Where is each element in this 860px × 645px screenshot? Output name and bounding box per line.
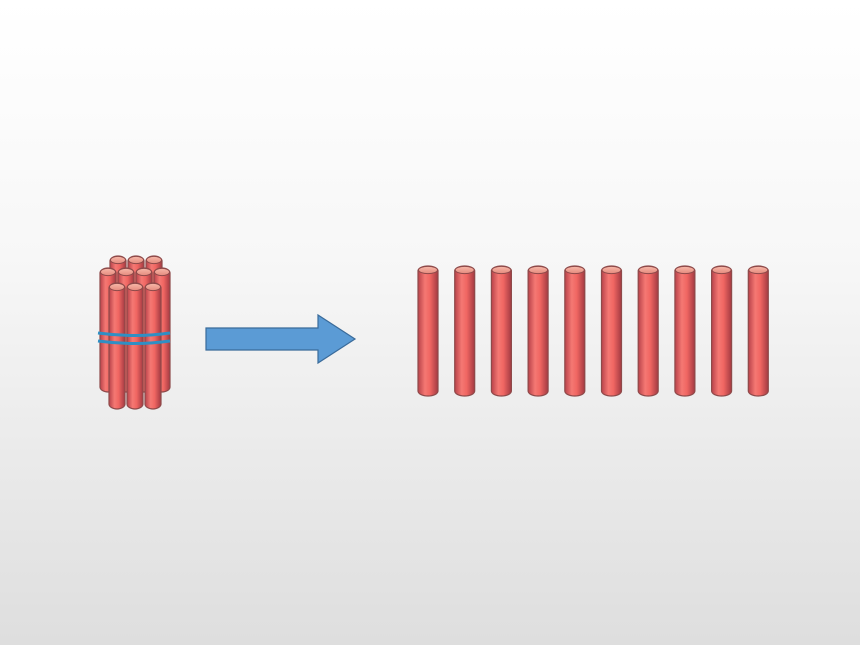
loose-stick — [600, 265, 623, 397]
loose-stick — [490, 265, 513, 397]
loose-stick — [637, 265, 659, 397]
loose-stick — [564, 265, 586, 397]
rubber-band — [97, 331, 171, 337]
bundle-stick — [108, 282, 126, 410]
loose-stick — [417, 265, 439, 397]
stick-bundle — [97, 255, 171, 410]
bundle-stick — [144, 282, 162, 410]
loose-stick — [527, 265, 549, 397]
right-arrow — [205, 313, 357, 365]
loose-stick — [747, 265, 769, 397]
loose-stick — [711, 265, 733, 397]
bundle-stick — [126, 282, 144, 410]
loose-stick — [674, 265, 696, 397]
loose-sticks — [417, 265, 769, 397]
loose-stick — [454, 265, 476, 397]
rubber-band — [97, 339, 171, 345]
